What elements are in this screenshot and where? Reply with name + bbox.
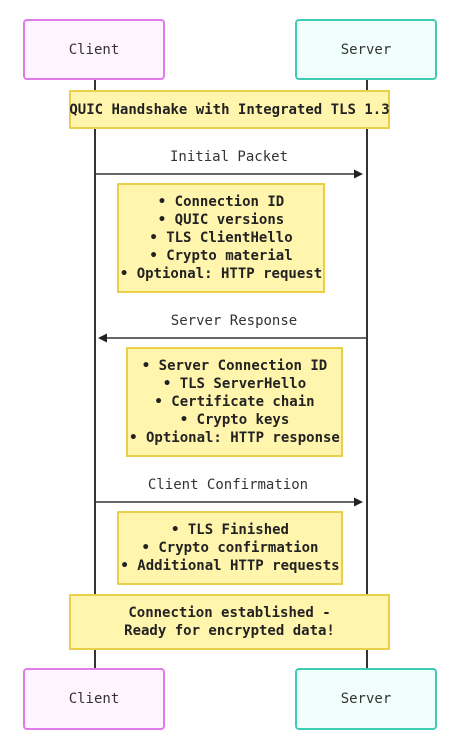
- response-detail-2: • TLS ServerHello: [162, 376, 307, 392]
- server-actor-bottom: Server: [295, 668, 437, 730]
- handshake-title-note: QUIC Handshake with Integrated TLS 1.3: [69, 90, 390, 129]
- response-detail-5: • Optional: HTTP response: [129, 430, 340, 446]
- initial-detail-5: • Optional: HTTP request: [119, 266, 323, 282]
- server-response-arrowhead: [98, 333, 107, 343]
- client-actor-label: Client: [68, 41, 120, 58]
- initial-detail-3: • TLS ClientHello: [149, 230, 293, 246]
- final-line-2: Ready for encrypted data!: [124, 623, 335, 639]
- initial-detail-2: • QUIC versions: [157, 212, 285, 228]
- response-detail-1: • Server Connection ID: [141, 358, 328, 374]
- server-actor-top: Server: [295, 19, 437, 80]
- confirmation-detail-2: • Crypto confirmation: [141, 540, 319, 556]
- response-detail-3: • Certificate chain: [154, 394, 315, 410]
- server-lifeline: [366, 80, 368, 668]
- client-confirmation-details-note: • TLS Finished • Crypto confirmation • A…: [117, 511, 343, 585]
- server-response-label: Server Response: [170, 313, 298, 329]
- initial-detail-1: • Connection ID: [157, 194, 285, 210]
- client-confirmation-arrowhead: [354, 497, 363, 507]
- initial-packet-label: Initial Packet: [169, 149, 289, 165]
- initial-detail-4: • Crypto material: [149, 248, 293, 264]
- initial-packet-arrowhead: [354, 169, 363, 179]
- client-actor-bottom: Client: [23, 668, 165, 730]
- connection-established-note: Connection established - Ready for encry…: [69, 594, 390, 650]
- handshake-title: QUIC Handshake with Integrated TLS 1.3: [69, 101, 390, 118]
- server-actor-label: Server: [340, 41, 392, 58]
- final-line-1: Connection established -: [128, 605, 331, 621]
- server-actor-bottom-label: Server: [340, 691, 392, 707]
- client-confirmation-label: Client Confirmation: [147, 477, 309, 493]
- confirmation-detail-1: • TLS Finished: [170, 522, 289, 538]
- confirmation-detail-3: • Additional HTTP requests: [120, 558, 340, 574]
- response-detail-4: • Crypto keys: [179, 412, 290, 428]
- server-response-details-note: • Server Connection ID • TLS ServerHello…: [126, 347, 343, 457]
- initial-packet-details-note: • Connection ID • QUIC versions • TLS Cl…: [117, 183, 325, 293]
- client-actor-top: Client: [23, 19, 165, 80]
- client-actor-bottom-label: Client: [68, 691, 120, 707]
- client-lifeline: [94, 80, 96, 668]
